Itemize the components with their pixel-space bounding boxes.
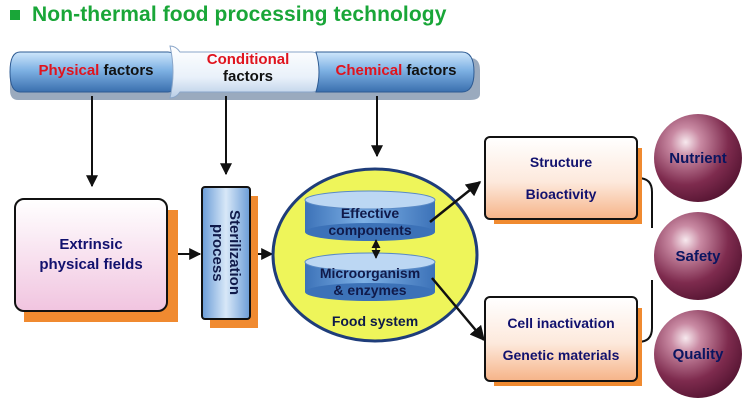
- title-bullet-square: [10, 10, 20, 20]
- factor-physical-rest: factors: [99, 61, 154, 79]
- factors-ribbon-right: [315, 51, 475, 93]
- sterilization-process-box: Sterilization process: [201, 186, 251, 320]
- food-system-caption: Food system: [331, 313, 419, 329]
- structure-label: Structure: [529, 154, 593, 170]
- effective-line2: components: [328, 222, 412, 238]
- sphere-nutrient: Nutrient: [654, 114, 742, 202]
- arrow-to-structure: [429, 181, 482, 223]
- sterilization-line2: process: [209, 224, 226, 282]
- sterilization-line1: Sterilization: [226, 210, 243, 296]
- nutrient-label: Nutrient: [669, 149, 727, 167]
- quality-label: Quality: [672, 345, 724, 363]
- genetic-materials-label: Genetic materials: [502, 347, 620, 363]
- factor-conditional-red: Conditional: [206, 51, 290, 68]
- microorganism-line1: Microorganism: [319, 265, 421, 281]
- cylinder-upper-bottom: [305, 223, 435, 241]
- arrow-to-cell-inactivation: [431, 277, 485, 342]
- extrinsic-physical-fields-box: Extrinsic physical fields: [14, 198, 168, 312]
- microorganism-enzymes-label: Microorganism & enzymes: [305, 265, 435, 299]
- bioactivity-label: Bioactivity: [525, 186, 597, 202]
- sterilization-text: Sterilization process: [209, 210, 243, 295]
- extrinsic-line2: physical fields: [39, 256, 143, 273]
- safety-label: Safety: [675, 247, 721, 265]
- cylinder-lower-top: [304, 252, 436, 272]
- sphere-quality: Quality: [654, 310, 742, 398]
- structure-bioactivity-box: Structure Bioactivity: [484, 136, 638, 220]
- factor-chemical: Chemical factors: [320, 50, 472, 90]
- factor-physical: Physical factors: [12, 50, 180, 90]
- extrinsic-line1: Extrinsic: [59, 236, 123, 253]
- effective-components-label: Effective components: [305, 205, 435, 239]
- cell-genetic-box: Cell inactivation Genetic materials: [484, 296, 638, 382]
- cell-inactivation-label: Cell inactivation: [507, 315, 615, 331]
- effective-line1: Effective: [340, 205, 400, 221]
- factor-chemical-rest: factors: [402, 61, 457, 79]
- title-row: Non-thermal food processing technology: [10, 2, 447, 28]
- factor-chemical-red: Chemical: [335, 61, 403, 79]
- page-title: Non-thermal food processing technology: [32, 3, 447, 26]
- cylinder-lower-bottom: [305, 283, 435, 301]
- factor-conditional-rest: factors: [222, 68, 274, 85]
- sphere-safety: Safety: [654, 212, 742, 300]
- cylinder-upper-top: [304, 190, 436, 210]
- microorganism-line2: & enzymes: [333, 282, 407, 298]
- factor-physical-red: Physical: [38, 61, 100, 79]
